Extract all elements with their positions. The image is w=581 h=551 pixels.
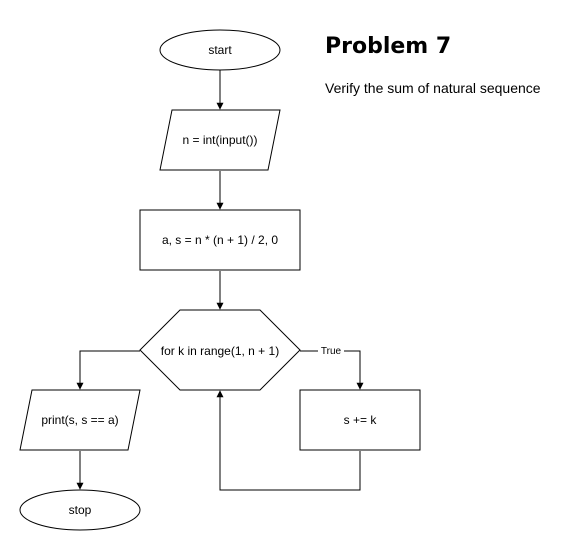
start-terminal	[159, 29, 281, 71]
body-label: s += k	[344, 413, 378, 427]
output-node	[19, 389, 141, 451]
stop-terminal	[19, 489, 141, 531]
stop-label: stop	[69, 503, 92, 517]
output-label: print(s, s == a)	[41, 413, 118, 427]
start-label: start	[208, 43, 232, 57]
edge-body-back-to-loop	[216, 390, 361, 491]
edge-loop-to-output	[76, 350, 140, 390]
loop-node	[139, 309, 301, 391]
input-label: n = int(input())	[182, 133, 257, 147]
input-node	[159, 109, 281, 171]
body-node	[299, 389, 421, 451]
edge-label-background	[318, 344, 344, 357]
edge-label-true: True	[321, 346, 342, 357]
diagram-subtitle: Verify the sum of natural sequence	[325, 80, 541, 96]
diagram-title: Problem 7	[325, 34, 452, 59]
assign-label: a, s = n * (n + 1) / 2, 0	[162, 233, 278, 247]
assign-node	[139, 209, 301, 271]
loop-label: for k in range(1, n + 1)	[161, 344, 279, 358]
